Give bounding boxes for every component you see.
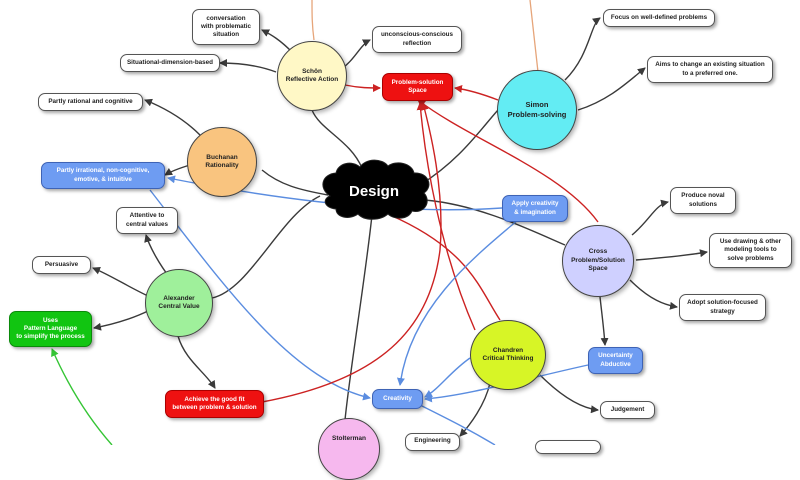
buchanan-node[interactable]: Buchanan Rationality (187, 127, 257, 197)
edge-design-stolterman (344, 214, 373, 421)
problem-solution-space-box[interactable]: Problem-solution Space (382, 73, 453, 101)
edge-schon-problem-space (344, 83, 381, 92)
cross-node[interactable]: Cross Problem/Solution Space (562, 225, 634, 297)
edge-buchanan-partly-rational (144, 98, 201, 136)
edge-design-alexander (211, 195, 321, 299)
edge-orange-right (529, 0, 539, 73)
edge-design-buchanan (261, 169, 329, 196)
mind-map: Design Schön Reflective Action Simon Pro… (9, 0, 792, 480)
edge-cross-uncertainty (599, 296, 609, 346)
edge-chandren-creativity (424, 357, 471, 398)
aims-change-box[interactable]: Aims to change an existing situation to … (647, 56, 773, 83)
edge-alexander-persuasive (92, 266, 149, 297)
edge-buchanan-partly-irrational (164, 164, 191, 176)
connector-layer (51, 0, 708, 445)
well-defined-box[interactable]: Focus on well-defined problems (603, 9, 715, 27)
edge-chandren-judgement (539, 374, 599, 414)
attentive-box[interactable]: Attentive to central values (116, 207, 178, 234)
edge-creativity-bottom (419, 404, 496, 445)
edge-simon-aims (577, 67, 646, 111)
edge-cross-problem-space (417, 99, 599, 223)
edge-simon-well-defined (564, 17, 601, 81)
judgement-box[interactable]: Judgement (600, 401, 655, 419)
edge-chandren-problem-space (416, 102, 476, 331)
edge-schon-situational (219, 59, 277, 73)
situational-box[interactable]: Situational-dimension-based (120, 54, 220, 72)
edge-cross-adopt (629, 279, 678, 310)
unconscious-box[interactable]: unconscious-conscious reflection (372, 26, 462, 53)
edge-pattern-green (51, 348, 113, 445)
pattern-language-box[interactable]: Uses Pattern Language to simplify the pr… (9, 311, 92, 347)
edge-achieve-fit-problem-space (261, 102, 442, 403)
apply-creativity-box[interactable]: Apply creativity & imagination (502, 195, 568, 222)
edge-apply-creativity-creativity (396, 219, 519, 386)
edge-alexander-achieve-fit (177, 335, 216, 389)
alexander-node[interactable]: Alexander Central Value (145, 269, 213, 337)
edge-cross-use-drawing (635, 249, 708, 261)
edge-cross-produce-novel (631, 199, 669, 236)
edge-design-chandren (389, 214, 501, 321)
simon-node[interactable]: Simon Problem-solving (497, 70, 577, 150)
conversation-box[interactable]: conversation with problematic situation (192, 9, 260, 45)
uncertainty-box[interactable]: Uncertainty Abductive (588, 347, 643, 374)
engineering-box[interactable]: Engineering (405, 433, 460, 451)
use-drawing-box[interactable]: Use drawing & other modeling tools to so… (709, 233, 792, 268)
schon-node[interactable]: Schön Reflective Action (277, 41, 347, 111)
achieve-fit-box[interactable]: Achieve the good fit between problem & s… (165, 390, 264, 418)
design-label: Design (348, 183, 399, 200)
creativity-box[interactable]: Creativity (372, 389, 423, 409)
persuasive-box[interactable]: Persuasive (32, 256, 91, 274)
edge-design-simon (419, 109, 499, 186)
edge-orange-left (311, 0, 315, 41)
adopt-solution-box[interactable]: Adopt solution-focused strategy (679, 294, 766, 321)
stolterman-node[interactable]: Stolterman (318, 418, 380, 480)
partly-irrational-box[interactable]: Partly irrational, non-cognitive, emotiv… (41, 162, 165, 189)
produce-novel-box[interactable]: Produce noval solutions (670, 187, 736, 214)
design-cloud (322, 159, 430, 220)
edge-simon-problem-space (454, 84, 499, 101)
partly-rational-box[interactable]: Partly rational and cognitive (38, 93, 143, 111)
edge-design-schon (311, 109, 363, 169)
edge-alexander-pattern (93, 309, 151, 331)
chandren-node[interactable]: Chandren Critical Thinking (470, 320, 546, 390)
bottom-partial-box (535, 440, 601, 454)
edge-schon-conversation (261, 29, 293, 53)
